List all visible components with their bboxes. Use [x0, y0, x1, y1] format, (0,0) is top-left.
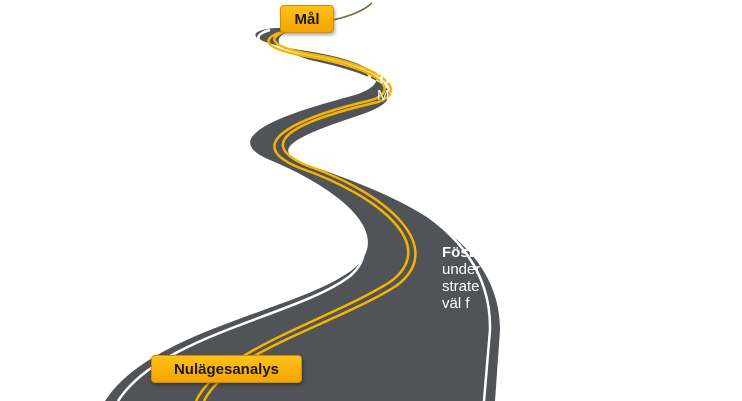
note-upper-right-line-2: med: [377, 104, 407, 121]
note-lower-right: Fösta under strate väl f: [442, 244, 490, 312]
note-lower-right-line-3: väl f: [442, 295, 470, 312]
start-milestone-tag: Nulägesanalys: [151, 355, 302, 383]
note-middle-left-line-3: oder: [205, 162, 236, 179]
goal-milestone-tag: Mål: [280, 5, 334, 33]
note-middle-left-line-1: ad: [222, 128, 239, 145]
note-middle-left-line-4: h AI: [211, 179, 237, 196]
road-surface: [105, 28, 500, 401]
note-upper-right: Tre Mana med: [377, 70, 411, 121]
goal-flag-stick: [332, 2, 373, 21]
road-center-line-b: [202, 29, 417, 401]
note-middle-left: ad m oder h AI: [205, 128, 245, 196]
note-middle-left-line-2: m: [217, 145, 230, 162]
note-upper-right-title: Tre: [377, 70, 400, 87]
note-upper-right-line-1: Mana: [377, 87, 411, 104]
goal-milestone-label: Mål: [294, 10, 320, 28]
start-milestone-label: Nulägesanalys: [173, 360, 280, 378]
note-lower-right-line-2: strate: [442, 278, 480, 295]
road-center-line-a: [194, 30, 410, 401]
note-lower-right-title: Fösta: [442, 244, 483, 261]
note-lower-right-line-1: under: [442, 261, 481, 278]
